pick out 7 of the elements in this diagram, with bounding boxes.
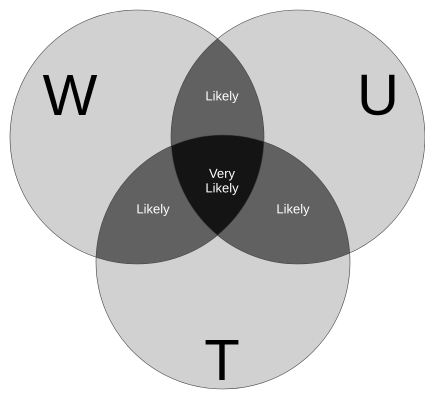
set-letter: T: [206, 340, 238, 380]
set-letter: W: [42, 75, 98, 115]
region-label: Likely: [206, 90, 239, 104]
set-letter: U: [362, 74, 394, 116]
region-label: Likely: [137, 204, 170, 216]
region-label: Likely: [277, 204, 310, 216]
region-label: Very Likely: [206, 168, 239, 196]
